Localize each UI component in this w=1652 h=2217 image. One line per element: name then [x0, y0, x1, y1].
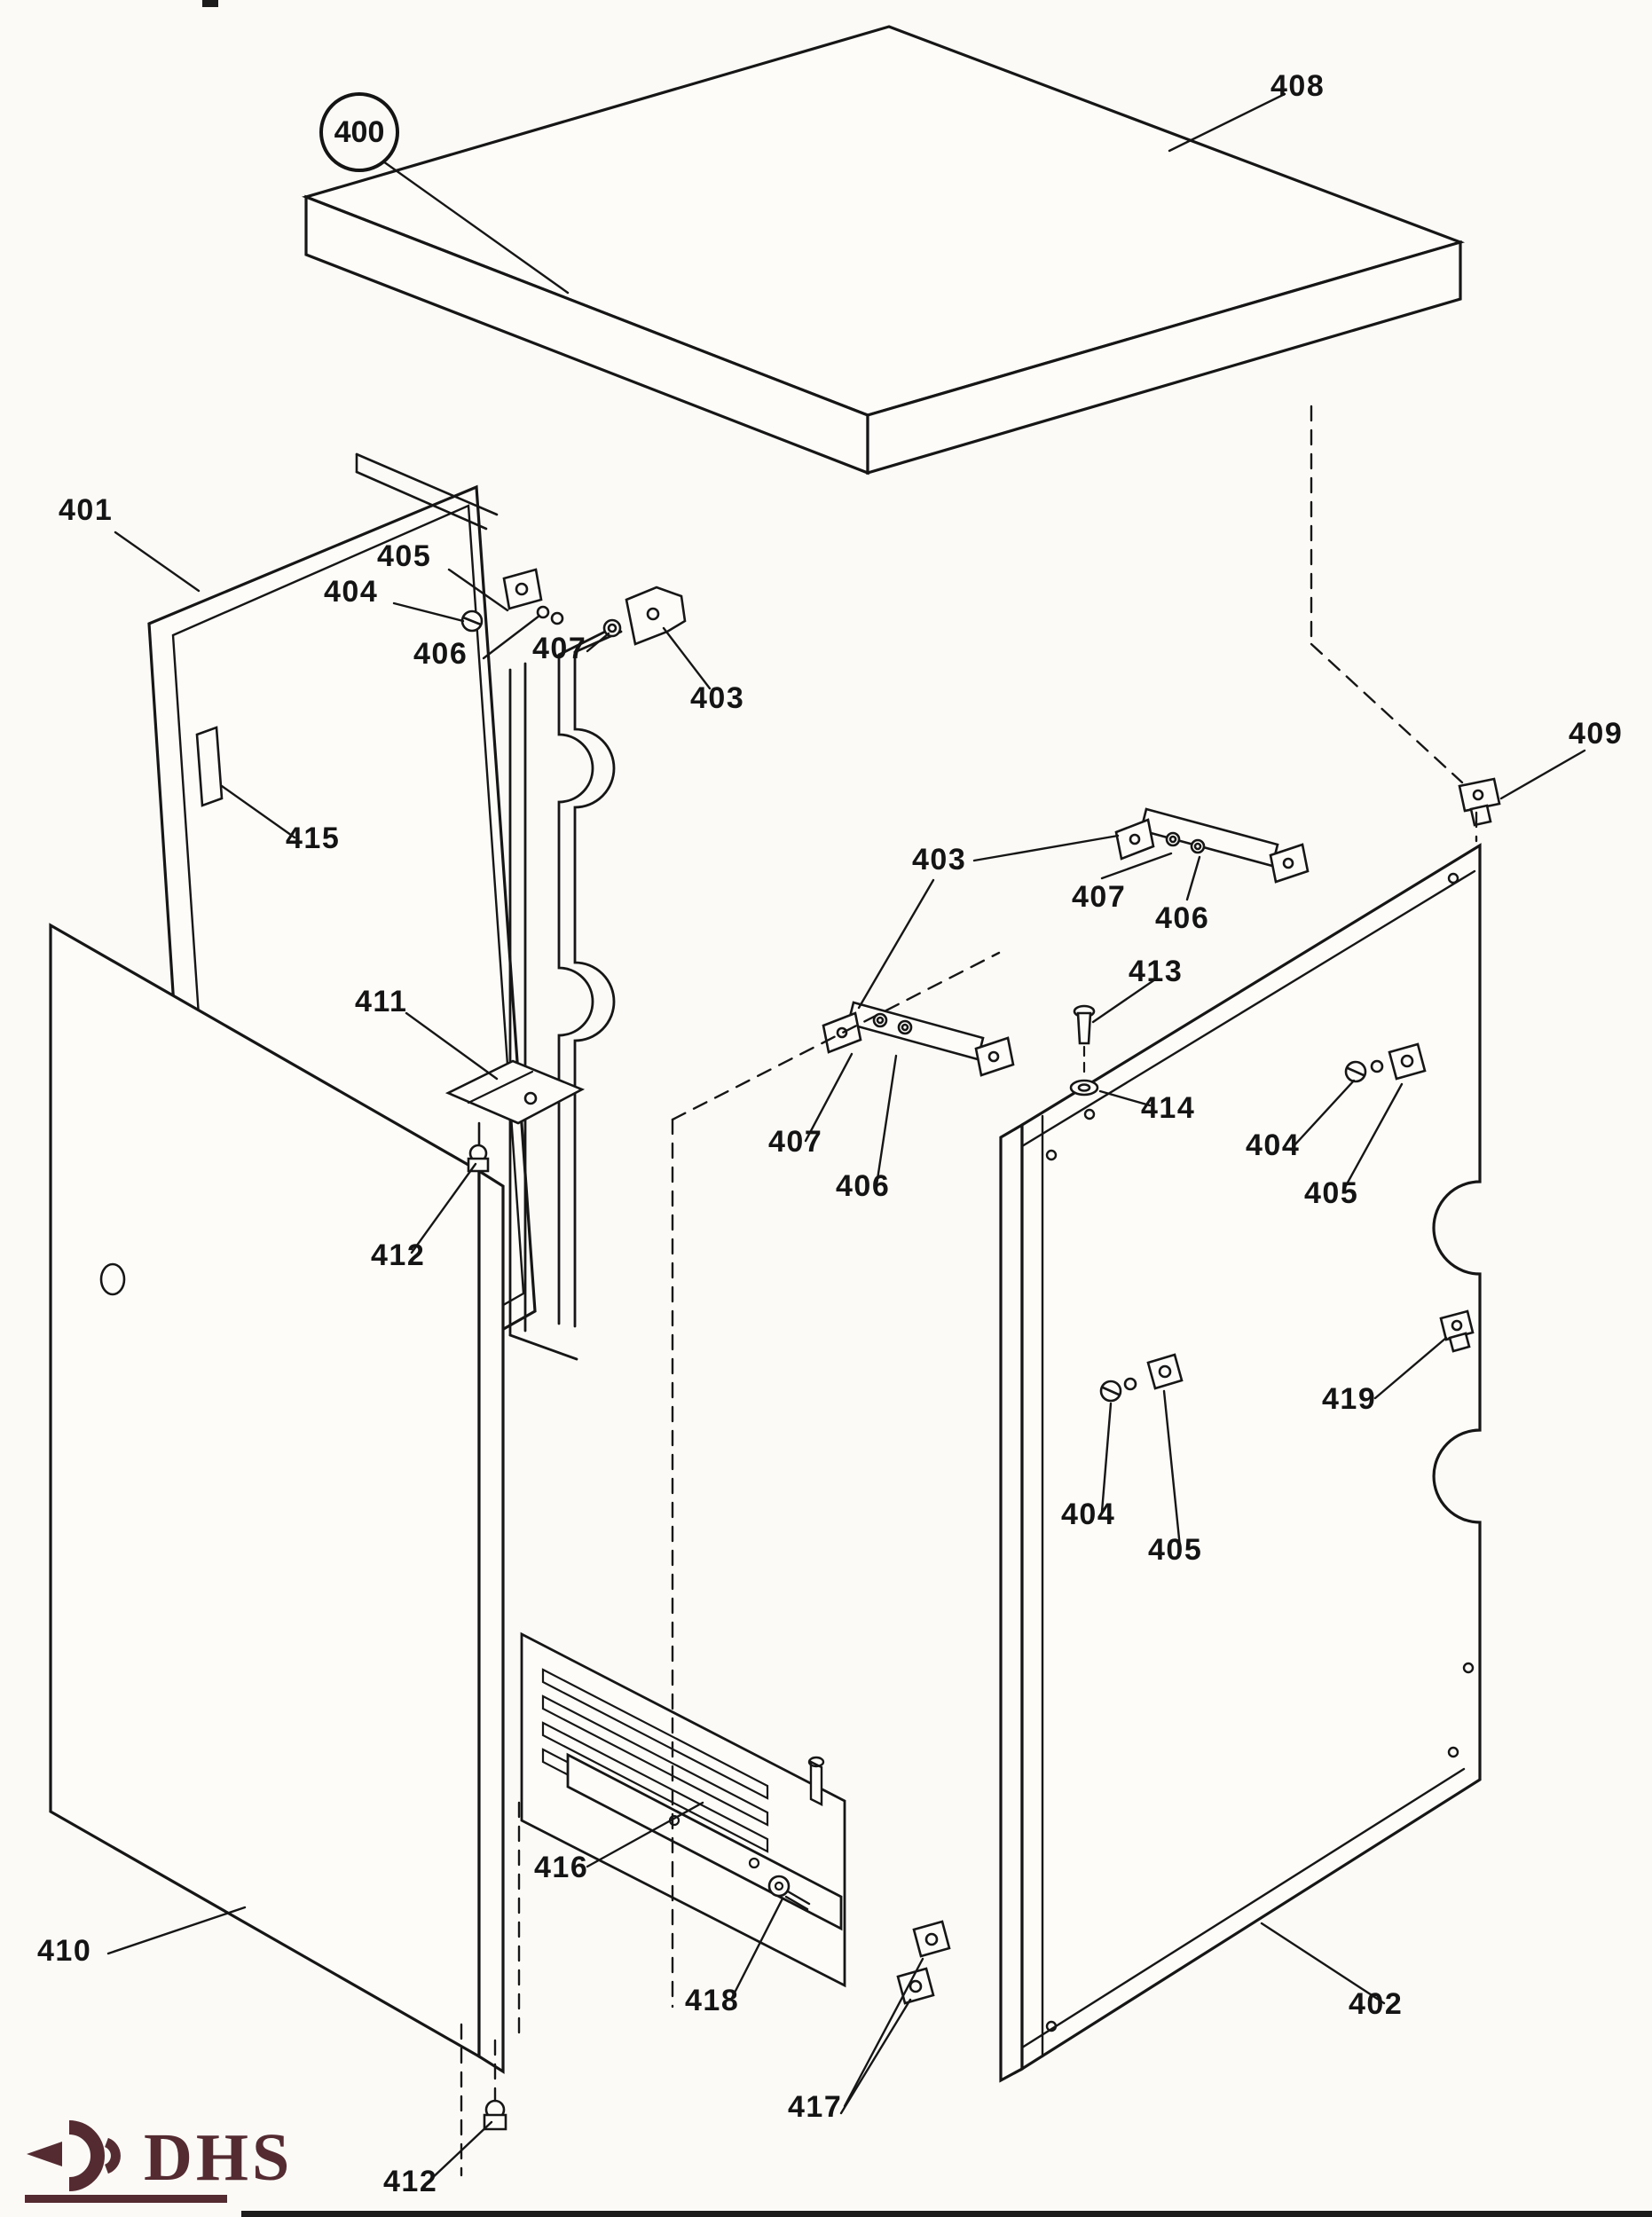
part-label-404b: 404 — [1246, 1128, 1301, 1162]
bracket-403-upper-drawing — [1114, 807, 1310, 884]
part-label-406b: 406 — [1155, 901, 1210, 935]
part-label-402: 402 — [1349, 1987, 1404, 2021]
screw-404-clip-405-upper-drawing — [1344, 1042, 1427, 1083]
part-label-410: 410 — [37, 1934, 92, 1968]
part-label-405c: 405 — [1148, 1533, 1203, 1567]
part-label-412: 412 — [371, 1238, 426, 1272]
part-label-406c: 406 — [836, 1169, 891, 1203]
dhs-logo-text: DHS — [144, 2120, 294, 2195]
part-label-406: 406 — [413, 637, 468, 671]
part-label-403: 403 — [690, 681, 745, 715]
bracket-403-lower-drawing — [822, 1001, 1015, 1077]
part-label-404c: 404 — [1061, 1498, 1116, 1531]
part-label-404: 404 — [324, 575, 379, 609]
clips-417-drawing — [896, 1920, 951, 2005]
part-label-405: 405 — [377, 539, 432, 573]
part-label-411: 411 — [355, 985, 408, 1018]
scan-edge-artifact — [241, 2211, 1652, 2217]
louver-panel-drawing — [520, 1631, 846, 1988]
leader-lines — [106, 92, 1586, 2182]
part-label-407c: 407 — [768, 1125, 823, 1159]
part-label-407b: 407 — [1072, 880, 1127, 914]
part-label-414: 414 — [1141, 1091, 1196, 1125]
clip-409-drawing — [1458, 777, 1501, 827]
assembly-callout-400: 400 — [319, 92, 399, 172]
top-frame-drawing — [355, 452, 499, 531]
part-label-412b: 412 — [383, 2165, 438, 2198]
part-label-418: 418 — [685, 1984, 740, 2017]
dhs-logo-mark — [27, 2120, 121, 2191]
top-panel-drawing — [302, 25, 1466, 476]
part-label-417: 417 — [788, 2090, 843, 2124]
part-label-413: 413 — [1129, 955, 1184, 988]
part-label-415: 415 — [286, 822, 341, 855]
bracket-411-drawing — [444, 1059, 586, 1173]
bottom-foot-drawing — [483, 2099, 507, 2131]
part-label-409: 409 — [1569, 717, 1624, 751]
clip-419-drawing — [1439, 1309, 1475, 1353]
front-door-drawing — [49, 923, 505, 2074]
part-label-419: 419 — [1322, 1382, 1377, 1416]
top-fixing-parts-drawing — [460, 568, 687, 646]
dhs-logo: DHS — [23, 2113, 293, 2202]
part-label-407: 407 — [532, 632, 587, 665]
right-panel-drawing — [999, 843, 1482, 2083]
part-label-408: 408 — [1270, 69, 1326, 103]
scan-mark-artifact — [202, 0, 218, 7]
screw-404-clip-405-lower-drawing — [1099, 1353, 1184, 1403]
screw-413-washer-414-drawing — [1069, 1004, 1099, 1097]
part-label-416: 416 — [534, 1851, 589, 1884]
dhs-logo-underline — [25, 2195, 227, 2203]
part-label-403b: 403 — [912, 843, 967, 877]
part-label-405b: 405 — [1304, 1176, 1359, 1210]
part-label-401: 401 — [59, 493, 114, 527]
